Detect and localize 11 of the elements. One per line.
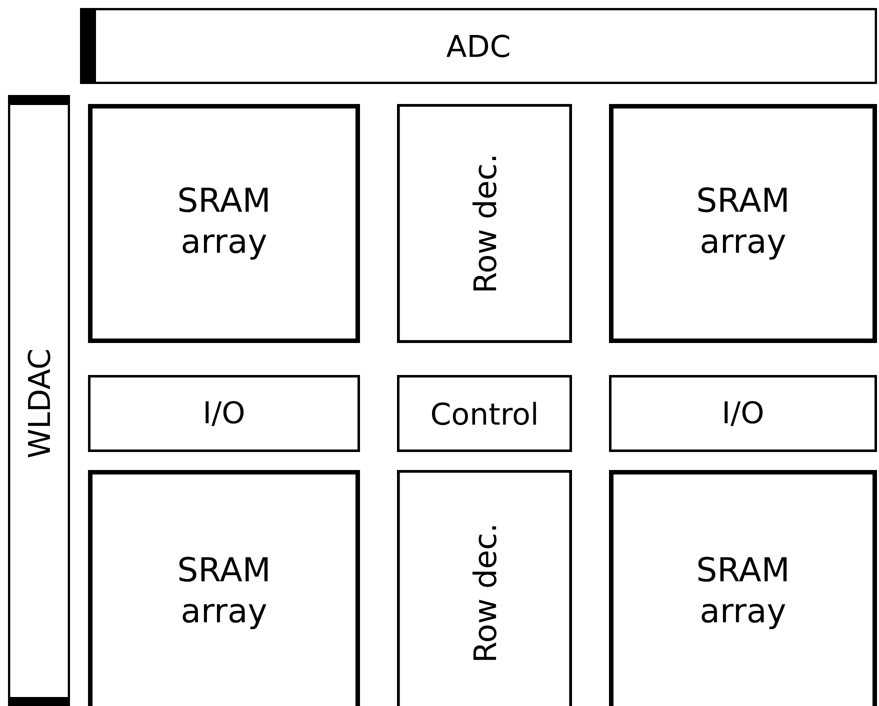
adc-block: ADC xyxy=(80,8,877,84)
sram-array-block: SRAM array xyxy=(88,104,360,343)
io-block: I/O xyxy=(609,374,877,452)
wldac-block: WLDAC xyxy=(8,95,70,706)
sram-array-block: SRAM array xyxy=(609,470,877,706)
row-decoder-block: Row dec. xyxy=(397,104,572,343)
sram-array-block: SRAM array xyxy=(609,104,877,343)
row-decoder-block: Row dec. xyxy=(397,470,572,706)
control-block: Control xyxy=(397,374,572,452)
io-block: I/O xyxy=(88,374,360,452)
sram-array-block: SRAM array xyxy=(88,470,360,706)
